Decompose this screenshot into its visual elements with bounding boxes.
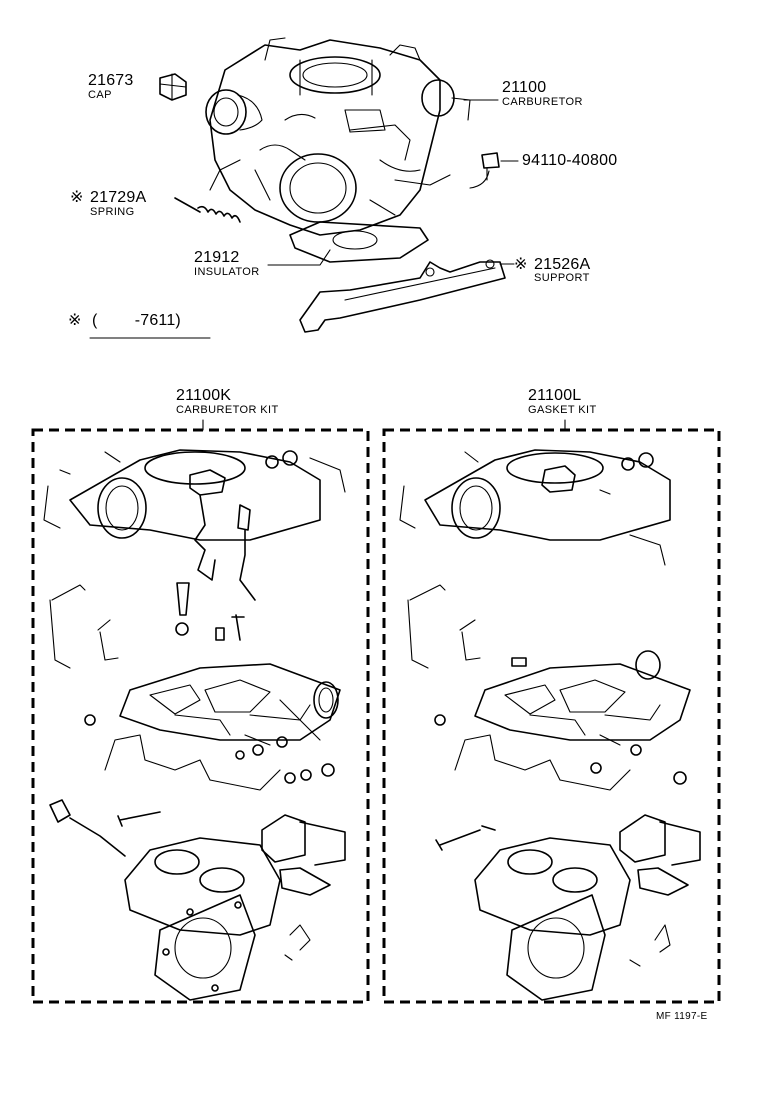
gasket-kit-name: GASKET KIT xyxy=(528,404,597,416)
leader-lines xyxy=(89,99,566,431)
insulator-part-name: INSULATOR xyxy=(194,266,260,278)
carburetor-part-number: 21100 xyxy=(502,79,547,96)
spring-part-number: 21729A xyxy=(90,189,147,206)
carburetor-kit-illustration xyxy=(43,449,346,1001)
figure-code: MF 1197-E xyxy=(656,1011,708,1022)
carburetor-kit-number: 21100K xyxy=(176,387,232,404)
note-mark: ※ xyxy=(68,312,82,329)
support-part-name: SUPPORT xyxy=(534,272,590,284)
carburetor-part-name: CARBURETOR xyxy=(502,96,583,108)
support-part-mark: ※ xyxy=(514,256,528,273)
carburetor-assembly-illustration xyxy=(159,37,506,333)
note-text: ( -7611) xyxy=(92,312,181,329)
gasket-kit-box xyxy=(382,428,721,1004)
carburetor-kit-name: CARBURETOR KIT xyxy=(176,404,279,416)
cap-part-name: CAP xyxy=(88,89,112,101)
cap-part-number: 21673 xyxy=(88,72,134,89)
screw-part-number: 94110-40800 xyxy=(522,152,618,169)
support-part-number: 21526A xyxy=(534,256,591,273)
spring-part-mark: ※ xyxy=(70,189,84,206)
spring-part-name: SPRING xyxy=(90,206,135,218)
gasket-kit-number: 21100L xyxy=(528,387,582,404)
carburetor-kit-box xyxy=(31,428,370,1004)
insulator-part-number: 21912 xyxy=(194,249,240,266)
gasket-kit-illustration xyxy=(399,449,701,1001)
